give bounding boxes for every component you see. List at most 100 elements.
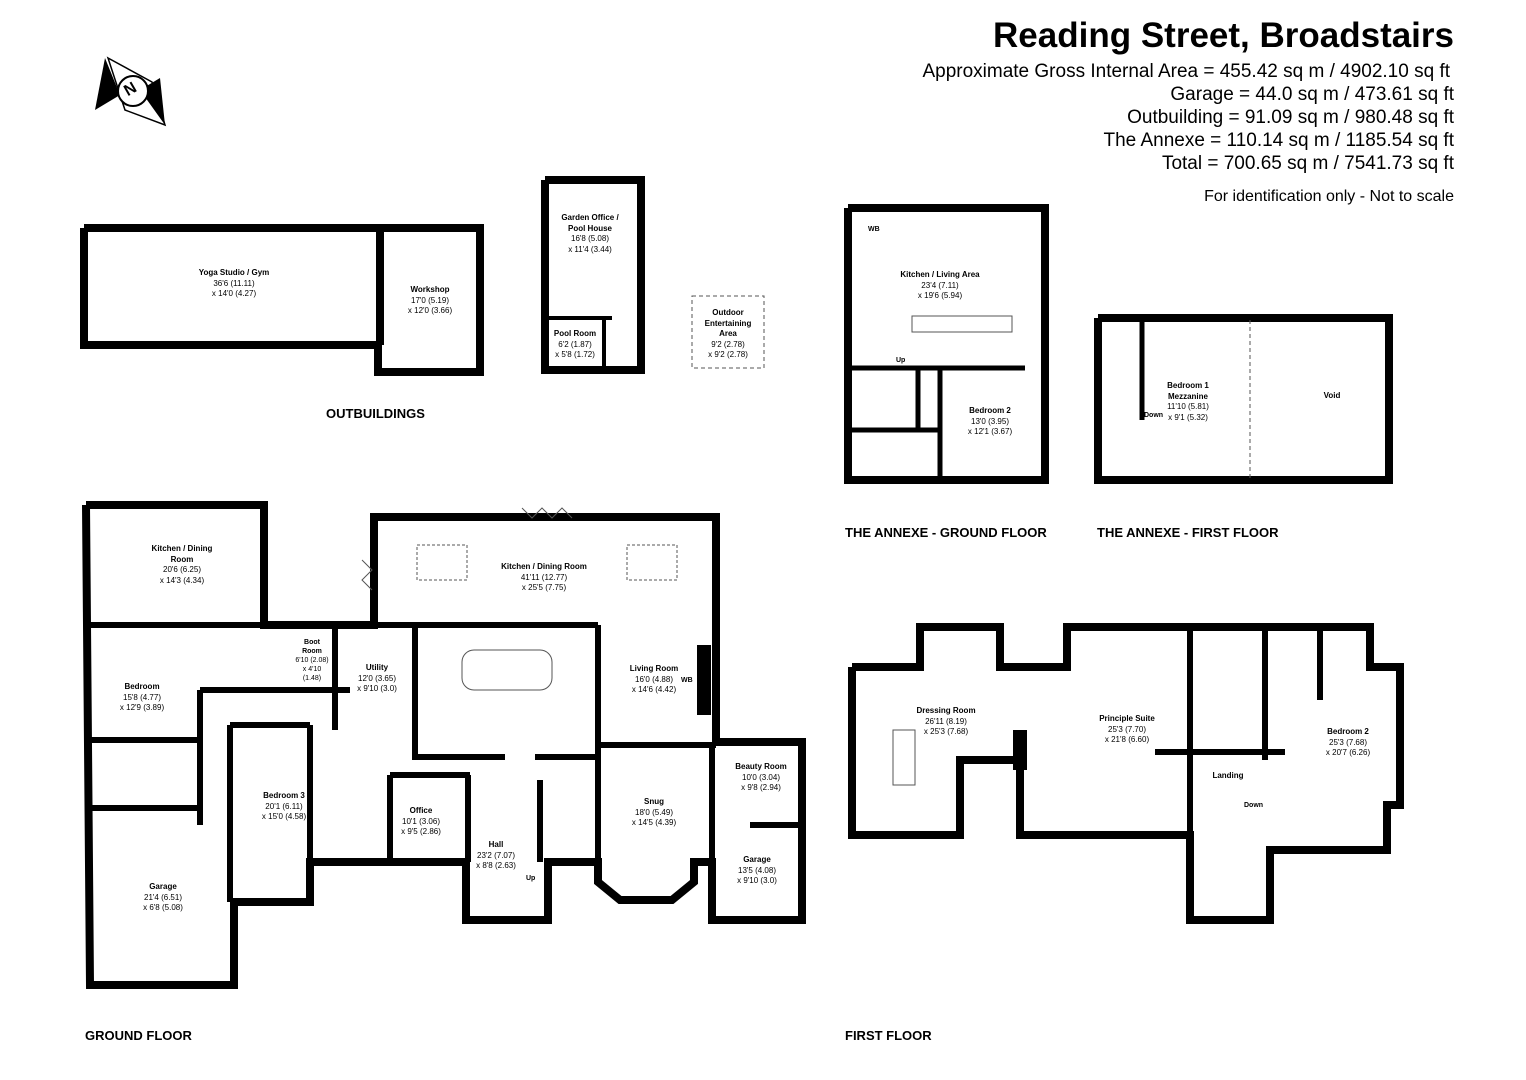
first-floor-outer-walls <box>848 623 1404 924</box>
area-line: The Annexe = 110.14 sq m / 1185.54 sq ft <box>1103 130 1454 151</box>
room-dim: 25'3 (7.70) <box>1107 724 1146 734</box>
room-dim: 12'0 (3.65) <box>358 673 396 683</box>
room-dim: 11'10 (5.81) <box>1167 402 1209 411</box>
room-dim: 10'0 (3.04) <box>742 772 780 782</box>
room-dim: x 21'8 (6.60) <box>1104 735 1150 744</box>
room-name: Yoga Studio / Gym <box>198 268 270 277</box>
yoga-workshop-walls <box>80 224 484 376</box>
room-dim: 13'5 (4.08) <box>738 865 776 875</box>
room-dim: 23'4 (7.11) <box>921 280 959 290</box>
room-dim: x 14'0 (4.27) <box>211 289 257 298</box>
room-dim: x 9'10 (3.0) <box>737 876 777 885</box>
room-dim: 9'2 (2.78) <box>711 339 745 349</box>
room-name: Void <box>1323 391 1341 400</box>
stairs-up-label: Up <box>896 357 906 364</box>
room-dim: 6'2 (1.87) <box>558 339 592 349</box>
room-name: Bedroom 2 <box>969 406 1011 415</box>
ground-floor-outer-walls <box>82 501 806 989</box>
room-dim: 20'1 (6.11) <box>265 801 303 811</box>
room-name: Bedroom 1 Mezzanine <box>1167 381 1209 401</box>
room-dim: x 12'1 (3.67) <box>967 427 1013 436</box>
stairs-down-label: Down <box>1144 412 1164 419</box>
room-dim: x 14'5 (4.39) <box>631 818 677 827</box>
room-dim: 16'0 (4.88) <box>634 674 673 684</box>
room-name: Kitchen / Dining Room <box>151 544 213 564</box>
room-name: Hall <box>488 840 504 849</box>
section-label-annexe-ground: THE ANNEXE - GROUND FLOOR <box>845 525 1047 540</box>
area-line: Garage = 44.0 sq m / 473.61 sq ft <box>1170 84 1454 105</box>
outdoor-area-outline <box>691 295 765 369</box>
room-dim: 10'1 (3.06) <box>402 816 440 826</box>
page-title: Reading Street, Broadstairs <box>993 16 1454 55</box>
room-dim: 36'6 (11.11) <box>213 278 255 288</box>
room-dim: x 14'3 (4.34) <box>159 575 205 585</box>
room-dim: x 9'8 (2.94) <box>741 783 781 792</box>
rooflight <box>626 544 678 581</box>
room-dim: x 15'0 (4.58) <box>261 812 307 821</box>
bifold-door-icon <box>361 559 373 591</box>
section-label-outbuildings: OUTBUILDINGS <box>326 406 425 421</box>
section-label-first-floor: FIRST FLOOR <box>845 1028 932 1043</box>
garden-office-walls <box>541 176 645 374</box>
room-name: Workshop <box>410 285 450 294</box>
room-name: Living Room <box>629 664 679 673</box>
kitchen-island <box>461 649 553 691</box>
room-dim: x 9'1 (5.32) <box>1168 412 1208 422</box>
room-void: Void <box>1324 391 1341 402</box>
room-name: Garden Office / Pool House <box>561 213 619 233</box>
room-name: Bedroom <box>124 682 160 691</box>
room-name: Kitchen / Dining Room <box>501 562 587 571</box>
room-dim: 18'0 (5.49) <box>635 807 673 817</box>
room-dim: x 19'6 (5.94) <box>917 291 963 300</box>
room-name: Garage <box>149 882 177 891</box>
room-dim: x 4'10 (1.48) <box>302 666 322 682</box>
room-dim: 25'3 (7.68) <box>1329 737 1367 747</box>
room-dim: 15'8 (4.77) <box>123 692 161 702</box>
room-name: Office <box>409 806 433 815</box>
room-dim: x 25'3 (7.68) <box>923 727 969 736</box>
room-dim: x 11'4 (3.44) <box>568 244 612 254</box>
room-name: Kitchen / Living Area <box>900 270 980 279</box>
rooflight <box>416 544 468 581</box>
room-dim: 17'0 (5.19) <box>411 295 449 305</box>
room-dim: x 9'5 (2.86) <box>401 827 441 836</box>
section-label-ground-floor: GROUND FLOOR <box>85 1028 192 1043</box>
room-name: Bedroom 2 <box>1327 727 1369 736</box>
room-name: Outdoor Entertaining Area <box>704 308 752 338</box>
bifold-door-icon <box>521 507 573 519</box>
area-line: Total = 700.65 sq m / 7541.73 sq ft <box>1161 153 1454 174</box>
section-label-annexe-first: THE ANNEXE - FIRST FLOOR <box>1097 525 1279 540</box>
disclaimer: For identification only - Not to scale <box>1204 188 1454 205</box>
compass-north-icon <box>95 56 167 127</box>
room-name: Pool Room <box>553 329 597 338</box>
wood-burner-label: WB <box>868 226 880 233</box>
room-dim: x 20'7 (6.26) <box>1325 748 1371 757</box>
area-line: Outbuilding = 91.09 sq m / 980.48 sq ft <box>1127 107 1454 128</box>
room-dim: x 9'2 (2.78) <box>708 350 748 359</box>
room-landing: Landing <box>1212 771 1243 782</box>
room-dim: 20'6 (6.25) <box>163 565 201 574</box>
stairs-up-label: Up <box>526 875 536 882</box>
annexe-ground-walls <box>844 204 1049 484</box>
annexe-island <box>911 315 1013 333</box>
room-name: Snug <box>644 797 664 806</box>
